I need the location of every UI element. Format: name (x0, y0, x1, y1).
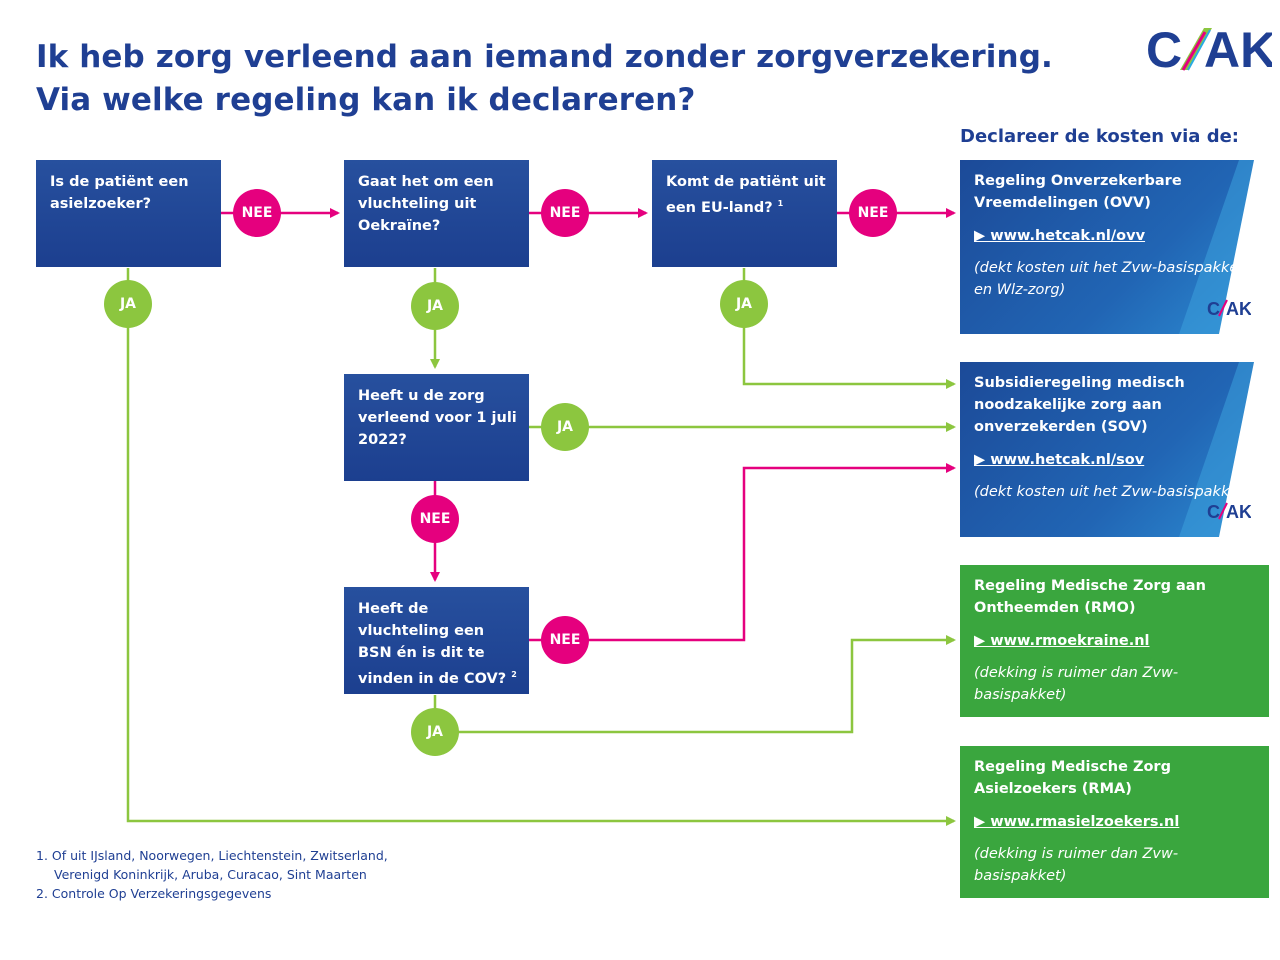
svg-text:C: C (1207, 502, 1220, 521)
question-eu-land: Komt de patiënt uit een EU-land? 1 (652, 160, 837, 267)
title-line-2: Via welke regeling kan ik declareren? (36, 82, 696, 118)
destination-rma-note: (dekking is ruimer dan Zvw-basispakket) (974, 846, 1179, 884)
question-bsn-cov-text: Heeft de vluchteling een BSN én is dit t… (358, 601, 507, 687)
destination-ovv-name: Regeling Onverzekerbare Vreemdelingen (O… (974, 173, 1182, 211)
destination-rmo-link[interactable]: ▶ www.rmoekraine.nl (974, 633, 1150, 649)
cak-small-logo: C AK (1207, 299, 1251, 318)
destination-ovv-note: (dekt kosten uit het Zvw-basispakket en … (974, 260, 1244, 298)
question-oekraine: Gaat het om een vluchteling uit Oekraïne… (344, 160, 529, 267)
destination-ovv-link[interactable]: ▶ www.hetcak.nl/ovv (974, 228, 1146, 244)
destination-sov-link[interactable]: ▶ www.hetcak.nl/sov (974, 452, 1145, 468)
question-oekraine-text: Gaat het om een vluchteling uit Oekraïne… (358, 174, 494, 234)
svg-text:AK: AK (1226, 299, 1251, 318)
ja-badge: JA (104, 280, 152, 328)
page-title: Ik heb zorg verleend aan iemand zonder z… (36, 36, 1053, 122)
destination-rma-link[interactable]: ▶ www.rmasielzoekers.nl (974, 814, 1180, 830)
title-line-1: Ik heb zorg verleend aan iemand zonder z… (36, 39, 1053, 75)
destination-sov: Subsidieregeling medisch noodzakelijke z… (960, 362, 1269, 537)
question-eu-land-text: Komt de patiënt uit een EU-land? (666, 174, 826, 216)
svg-text:C: C (1207, 299, 1220, 318)
question-asielzoeker-text: Is de patiënt een asielzoeker? (50, 174, 189, 212)
decorative-stripe (1179, 362, 1269, 537)
nee-badge: NEE (541, 189, 589, 237)
question-bsn-cov: Heeft de vluchteling een BSN én is dit t… (344, 587, 529, 694)
ja-badge: JA (411, 708, 459, 756)
footnote-2: 2. Controle Op Verzekeringsgegevens (36, 886, 272, 901)
destinations-heading: Declareer de kosten via de: (960, 126, 1239, 147)
destination-sov-note: (dekt kosten uit het Zvw-basispakket) (974, 484, 1250, 500)
ja-badge: JA (541, 403, 589, 451)
nee-badge: NEE (541, 616, 589, 664)
decorative-stripe (1179, 160, 1269, 334)
destination-rmo: Regeling Medische Zorg aan Ontheemden (R… (960, 565, 1269, 717)
cak-logo: C AK (1146, 22, 1272, 74)
question-zorg-voor-1-juli: Heeft u de zorg verleend voor 1 juli 202… (344, 374, 529, 481)
svg-text:AK: AK (1226, 502, 1251, 521)
svg-text:C: C (1146, 22, 1182, 74)
footnote-marker-2: 2 (511, 670, 517, 679)
ja-badge: JA (411, 282, 459, 330)
question-zorg-voor-1-juli-text: Heeft u de zorg verleend voor 1 juli 202… (358, 388, 517, 448)
question-asielzoeker: Is de patiënt een asielzoeker? (36, 160, 221, 267)
destination-rma-name: Regeling Medische Zorg Asielzoekers (RMA… (974, 759, 1171, 797)
footnote-1-line-2: Verenigd Koninkrijk, Aruba, Curacao, Sin… (54, 867, 367, 882)
nee-badge: NEE (411, 495, 459, 543)
svg-text:AK: AK (1204, 22, 1272, 74)
footnotes: 1. Of uit IJsland, Noorwegen, Liechtenst… (36, 846, 388, 903)
ja-badge: JA (720, 280, 768, 328)
destination-rma: Regeling Medische Zorg Asielzoekers (RMA… (960, 746, 1269, 898)
cak-small-logo: C AK (1207, 502, 1251, 521)
destination-ovv: Regeling Onverzekerbare Vreemdelingen (O… (960, 160, 1269, 334)
destination-sov-name: Subsidieregeling medisch noodzakelijke z… (974, 375, 1185, 435)
destination-rmo-name: Regeling Medische Zorg aan Ontheemden (R… (974, 578, 1206, 616)
destination-rmo-note: (dekking is ruimer dan Zvw-basispakket) (974, 665, 1179, 703)
nee-badge: NEE (849, 189, 897, 237)
footnote-1-line-1: 1. Of uit IJsland, Noorwegen, Liechtenst… (36, 848, 388, 863)
footnote-marker-1: 1 (777, 199, 784, 208)
nee-badge: NEE (233, 189, 281, 237)
